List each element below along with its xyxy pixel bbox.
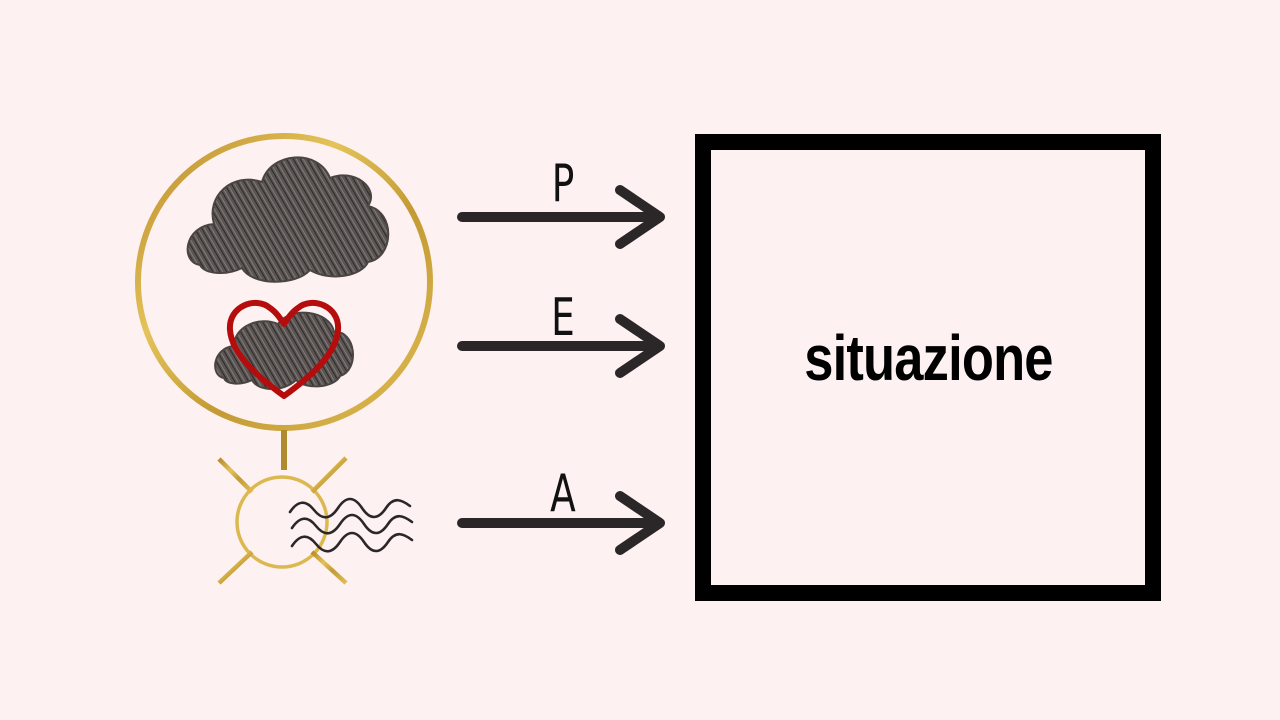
situation-label: situazione — [803, 321, 1053, 394]
arrow-label-p: P — [551, 154, 575, 214]
heart-icon — [226, 300, 342, 399]
arrow-e — [457, 314, 665, 378]
thought-cloud-icon — [186, 156, 390, 283]
wind-waves-icon — [288, 497, 414, 553]
situation-box: situazione — [695, 134, 1161, 601]
arrow-label-a: A — [550, 464, 576, 524]
arrow-p — [457, 185, 665, 249]
arrow-label-e: E — [551, 288, 575, 348]
arrow-a — [457, 491, 665, 555]
mind-circle — [135, 133, 433, 431]
sun-icon — [217, 456, 348, 585]
